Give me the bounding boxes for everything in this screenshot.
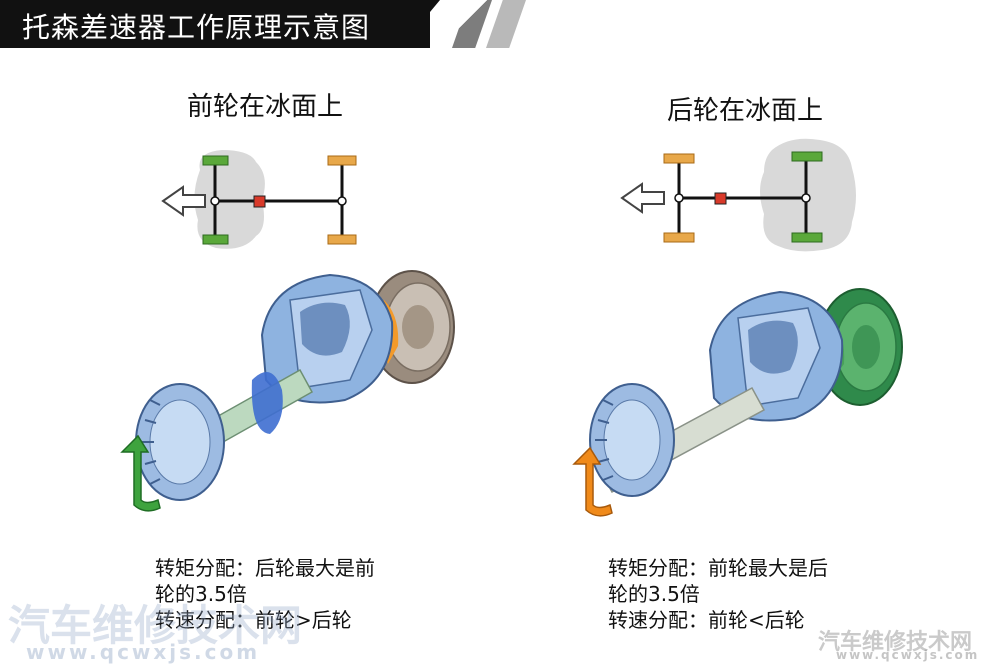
right-torque-distribution-cont: 轮的3.5倍 [608,582,700,606]
left-drivetrain-schematic [161,150,357,249]
right-torque-distribution: 转矩分配：前轮最大是后 [608,556,828,580]
rear-right-wheel [327,234,357,245]
watermark-left: 汽车维修技术网 [8,601,303,650]
title-bar-edge [400,0,440,48]
rear-right-wheel [791,232,823,243]
left-caption: 转矩分配：后轮最大是前 轮的3.5倍 转速分配：前轮>后轮 [155,555,445,633]
watermark-right-url: www.qcwxjs.com [836,648,980,662]
input-torque-arrow [120,434,161,512]
ice-patch-left [194,150,265,249]
left-speed-distribution: 转速分配：前轮>后轮 [155,608,352,632]
center-differential-marker [714,192,727,205]
right-drivetrain-schematic [620,138,856,252]
center-differential-marker [253,195,266,208]
front-right-wheel [202,234,229,245]
left-panel-title: 前轮在冰面上 [187,92,344,122]
rear-left-wheel [791,151,823,162]
title-bar [0,0,430,48]
right-caption: 转矩分配：前轮最大是后 轮的3.5倍 转速分配：前轮<后轮 [608,555,898,633]
left-torsen-differential-illustration [120,270,455,512]
direction-arrow-icon [161,185,206,217]
right-torsen-differential-illustration [572,288,903,517]
direction-arrow-icon [620,182,665,214]
front-left-wheel [663,153,695,164]
input-torque-arrow [572,446,613,517]
right-panel-title: 后轮在冰面上 [667,96,824,126]
right-speed-distribution: 转速分配：前轮<后轮 [608,608,805,632]
page-title: 托森差速器工作原理示意图 [22,11,371,44]
watermark-left-url: www.qcwxjs.com [26,640,261,664]
left-torque-distribution: 转矩分配：后轮最大是前 [155,556,375,580]
front-right-wheel [663,232,695,243]
rear-left-wheel [327,155,357,166]
watermark-right: 汽车维修技术网 [818,630,973,655]
left-torque-distribution-cont: 轮的3.5倍 [155,582,247,606]
front-left-wheel [202,155,229,166]
